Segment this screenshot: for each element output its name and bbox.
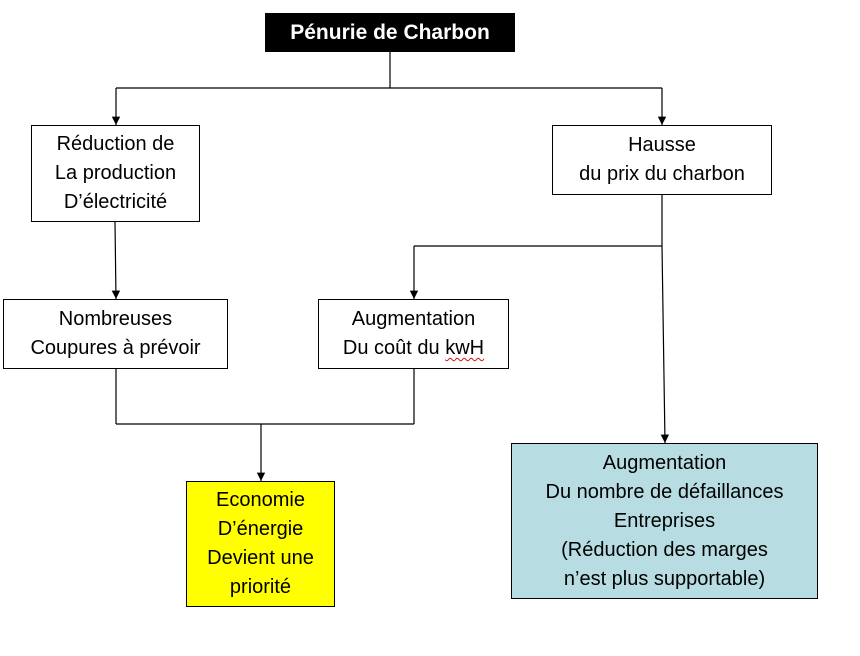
node-text-line: du prix du charbon — [579, 163, 745, 185]
node-reduction-production: Réduction de La production D’électricité — [31, 125, 200, 222]
arrow-to-defaillances — [660, 245, 670, 444]
node-text-line: n’est plus supportable) — [563, 567, 766, 590]
diagram-title: Pénurie de Charbon — [265, 13, 515, 52]
node-text-line: Hausse — [628, 134, 696, 156]
node-defaillances: Augmentation Du nombre de défaillances E… — [511, 443, 818, 599]
node-text-line: Du nombre de défaillances — [545, 480, 784, 503]
node-text-line: Augmentation — [351, 308, 476, 330]
node-text-line: D’énergie — [217, 518, 304, 540]
node-text-line: Economie — [216, 489, 305, 511]
node-text-line: (Réduction des marges — [561, 538, 768, 561]
node-economie-energie: Economie D’énergie Devient une priorité — [186, 481, 335, 607]
node-text-line: Du coût du kwH — [343, 334, 484, 363]
node-text-line: La production — [54, 162, 177, 184]
node-text-line: Entreprises — [613, 509, 716, 532]
node-hausse-prix: Hausse du prix du charbon — [552, 125, 772, 195]
node-text-line: Réduction de — [56, 133, 175, 155]
arrow-reduction-to-coupures — [111, 221, 121, 300]
node-text-line: Augmentation — [602, 451, 727, 474]
node-text-segment: Du coût du — [342, 337, 446, 359]
spellcheck-flagged-word: kwH — [445, 337, 485, 359]
node-text-line: Coupures à prévoir — [30, 337, 201, 359]
node-text-line: priorité — [229, 576, 292, 598]
node-text-line: D’électricité — [63, 191, 168, 213]
node-augmentation-cout: Augmentation Du coût du kwH — [318, 299, 509, 369]
node-coupures: Nombreuses Coupures à prévoir — [3, 299, 228, 369]
node-text-line: Devient une — [207, 547, 314, 569]
node-text-line: Nombreuses — [58, 308, 173, 330]
